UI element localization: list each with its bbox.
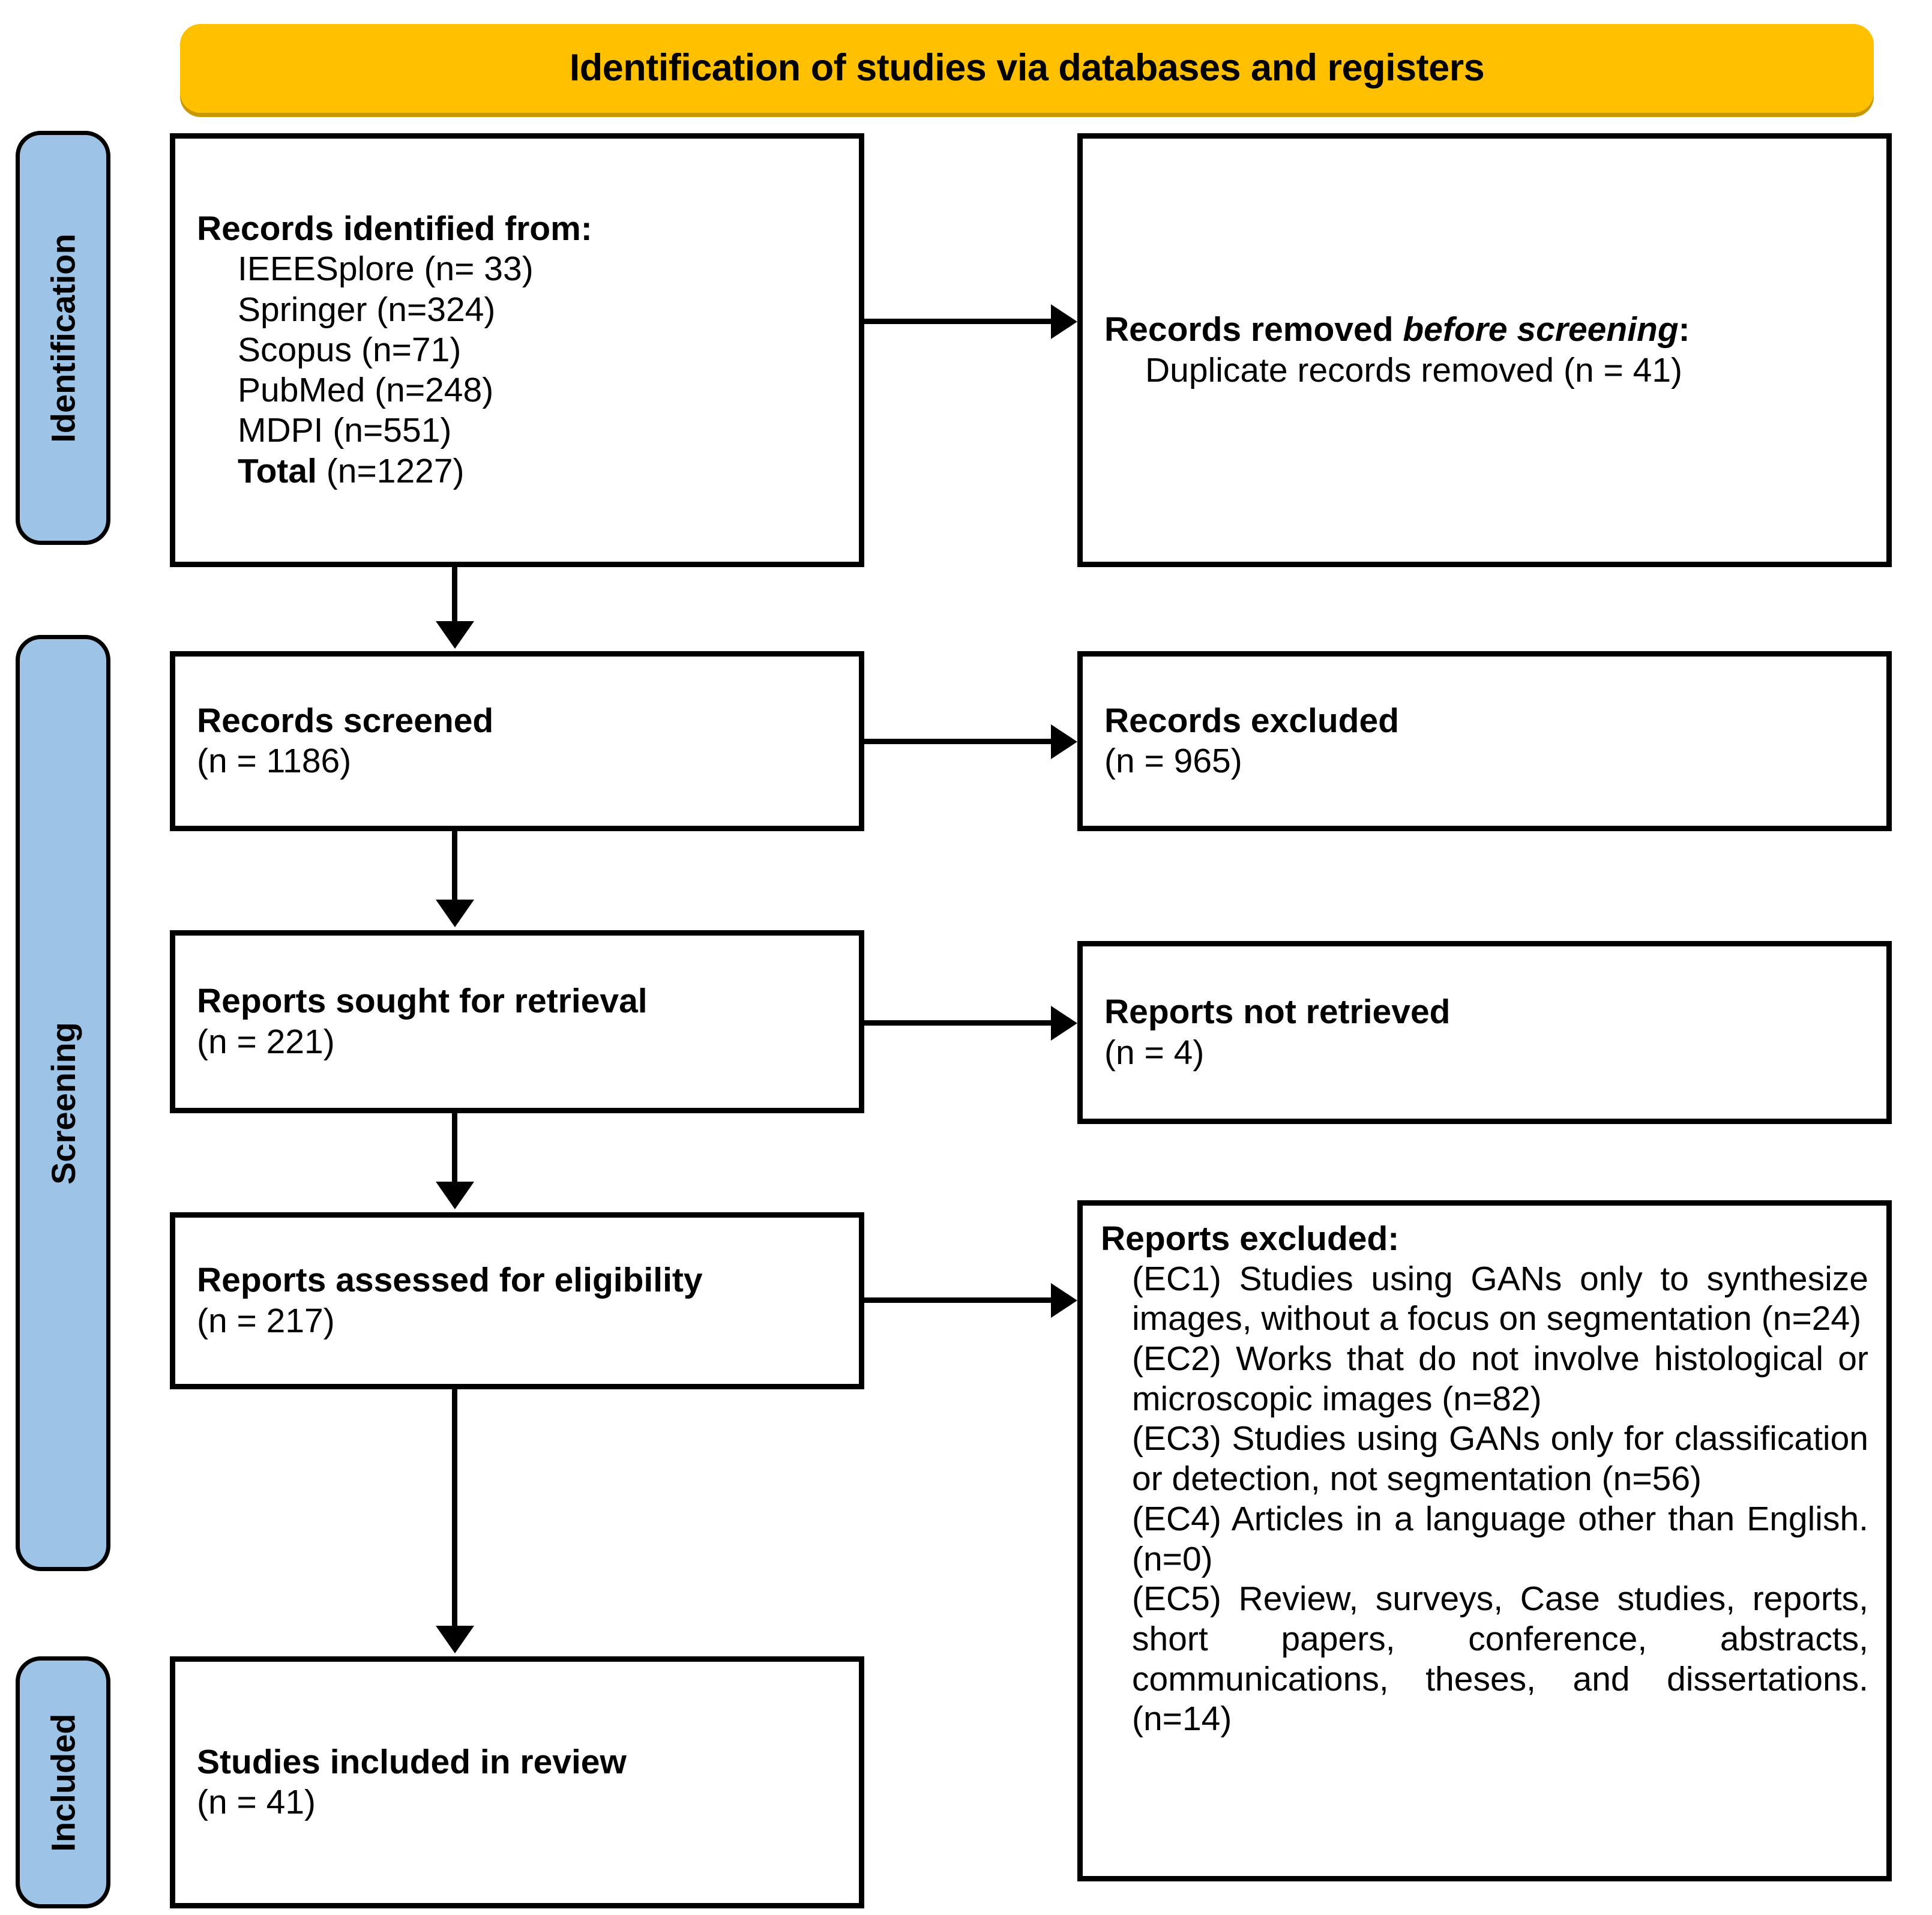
box-records-excluded: Records excluded (n = 965): [1077, 651, 1892, 831]
records-identified-total: Total (n=1227): [197, 451, 837, 492]
stage-label-included: Included: [16, 1656, 110, 1908]
exclusion-criterion-ec1: (EC1) Studies using GANs only to synthes…: [1132, 1259, 1868, 1338]
records-identified-source-mdpi: MDPI (n=551): [238, 411, 452, 450]
stage-label-identification: Identification: [16, 131, 110, 545]
exclusion-criterion-ec5: (EC5) Review, surveys, Case studies, rep…: [1132, 1580, 1868, 1739]
diagram-title: Identification of studies via databases …: [569, 47, 1485, 89]
reports-not-retrieved-count: (n = 4): [1104, 1033, 1205, 1072]
records-removed-detail: Duplicate records removed (n = 41): [1145, 350, 1682, 389]
arrow-assessed-to-reports-excluded: [864, 1297, 1053, 1303]
box-reports-excluded: Reports excluded: (EC1) Studies using GA…: [1077, 1200, 1892, 1881]
exclusion-criterion-ec2: (EC2) Works that do not involve histolog…: [1132, 1339, 1868, 1418]
records-identified-source-springer: Springer (n=324): [238, 290, 496, 329]
records-identified-total-label: Total: [238, 451, 317, 490]
records-identified-title: Records identified from:: [197, 209, 592, 248]
reports-assessed-title: Reports assessed for eligibility: [197, 1261, 703, 1300]
diagram-header-banner: Identification of studies via databases …: [180, 24, 1874, 113]
records-removed-title: Records removed before screening:: [1104, 310, 1865, 350]
studies-included-title: Studies included in review: [197, 1742, 627, 1781]
records-identified-source-ieee: IEEESplore (n= 33): [238, 250, 534, 289]
arrow-assessed-to-included: [452, 1389, 457, 1629]
arrow-identified-to-screened: [452, 567, 457, 625]
arrow-screened-to-excluded: [864, 739, 1053, 744]
reports-assessed-count: (n = 217): [197, 1301, 335, 1340]
box-records-identified: Records identified from: IEEESplore (n= …: [170, 133, 864, 567]
records-removed-title-italic: before screening: [1403, 310, 1679, 349]
reports-excluded-title: Reports excluded:: [1101, 1219, 1400, 1258]
box-reports-sought: Reports sought for retrieval (n = 221): [170, 930, 864, 1113]
arrow-sought-to-not-retrieved: [864, 1020, 1053, 1026]
box-reports-assessed: Reports assessed for eligibility (n = 21…: [170, 1212, 864, 1389]
exclusion-criterion-ec4: (EC4) Articles in a language other than …: [1132, 1499, 1868, 1578]
stage-label-screening-text: Screening: [44, 1021, 82, 1185]
arrow-sought-to-assessed: [452, 1113, 457, 1185]
exclusion-criterion-ec3: (EC3) Studies using GANs only for classi…: [1132, 1419, 1868, 1499]
reports-sought-count: (n = 221): [197, 1022, 335, 1061]
records-identified-source-pubmed: PubMed (n=248): [238, 371, 494, 410]
arrow-screened-to-sought: [452, 831, 457, 903]
box-studies-included: Studies included in review (n = 41): [170, 1656, 864, 1908]
records-removed-title-prefix: Records removed: [1104, 310, 1403, 349]
box-records-screened: Records screened (n = 1186): [170, 651, 864, 831]
records-excluded-count: (n = 965): [1104, 742, 1242, 780]
reports-sought-title: Reports sought for retrieval: [197, 982, 648, 1021]
records-identified-total-value: (n=1227): [316, 451, 465, 490]
arrow-identified-to-removed: [864, 319, 1053, 324]
records-excluded-title: Records excluded: [1104, 701, 1400, 740]
records-screened-title: Records screened: [197, 701, 494, 740]
records-screened-count: (n = 1186): [197, 742, 352, 780]
stage-label-screening: Screening: [16, 635, 110, 1571]
studies-included-count: (n = 41): [197, 1783, 316, 1821]
records-removed-title-suffix: :: [1678, 310, 1690, 349]
box-records-removed: Records removed before screening: Duplic…: [1077, 133, 1892, 567]
records-identified-source-scopus: Scopus (n=71): [238, 330, 462, 369]
box-reports-not-retrieved: Reports not retrieved (n = 4): [1077, 941, 1892, 1124]
stage-label-included-text: Included: [44, 1713, 82, 1852]
reports-not-retrieved-title: Reports not retrieved: [1104, 993, 1451, 1032]
stage-label-identification-text: Identification: [44, 233, 82, 443]
